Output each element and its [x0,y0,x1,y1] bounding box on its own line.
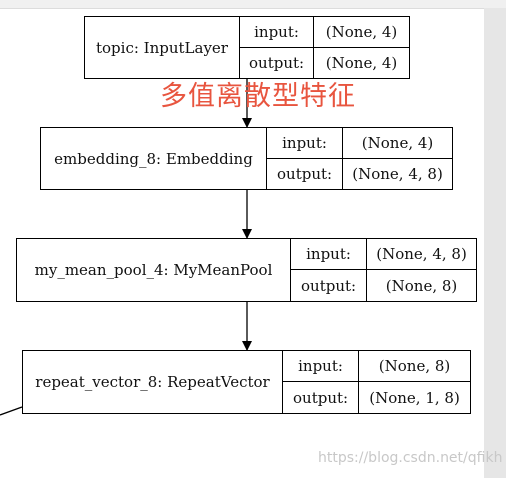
output-shape: (None, 8) [385,276,458,295]
input-shape: (None, 4) [314,17,409,48]
node-my-mean-pool: my_mean_pool_4: MyMeanPool input: (None,… [16,238,477,302]
node-name: my_mean_pool_4: MyMeanPool [17,239,291,301]
node-name: repeat_vector_8: RepeatVector [23,351,283,413]
input-label: input: [291,239,368,270]
watermark: https://blog.csdn.net/qfikh [318,450,503,466]
output-label: output: [291,270,368,301]
input-label: input: [240,17,315,48]
vertical-scrollbar[interactable] [484,8,506,478]
node-name: embedding_8: Embedding [41,128,267,189]
input-shape: (None, 8) [359,351,470,382]
output-label: output: [240,47,315,78]
input-shape: (None, 4, 8) [367,239,476,270]
node-name: topic: InputLayer [85,17,240,78]
output-shape: (None, 4) [325,53,398,72]
input-label: input: [267,128,344,159]
output-shape: (None, 4, 8) [352,164,443,183]
node-topic-input-layer: topic: InputLayer input: (None, 4) outpu… [84,16,410,79]
edge-outgoing-left [0,406,23,416]
output-label: output: [267,158,344,189]
input-shape: (None, 4) [343,128,452,159]
annotation-text: 多值离散型特征 [160,81,356,112]
input-label: input: [283,351,360,382]
node-embedding: embedding_8: Embedding input: (None, 4) … [40,127,453,190]
output-label: output: [283,382,360,413]
window-top-bar [0,0,506,9]
node-repeat-vector: repeat_vector_8: RepeatVector input: (No… [22,350,471,414]
output-shape: (None, 1, 8) [369,388,460,407]
